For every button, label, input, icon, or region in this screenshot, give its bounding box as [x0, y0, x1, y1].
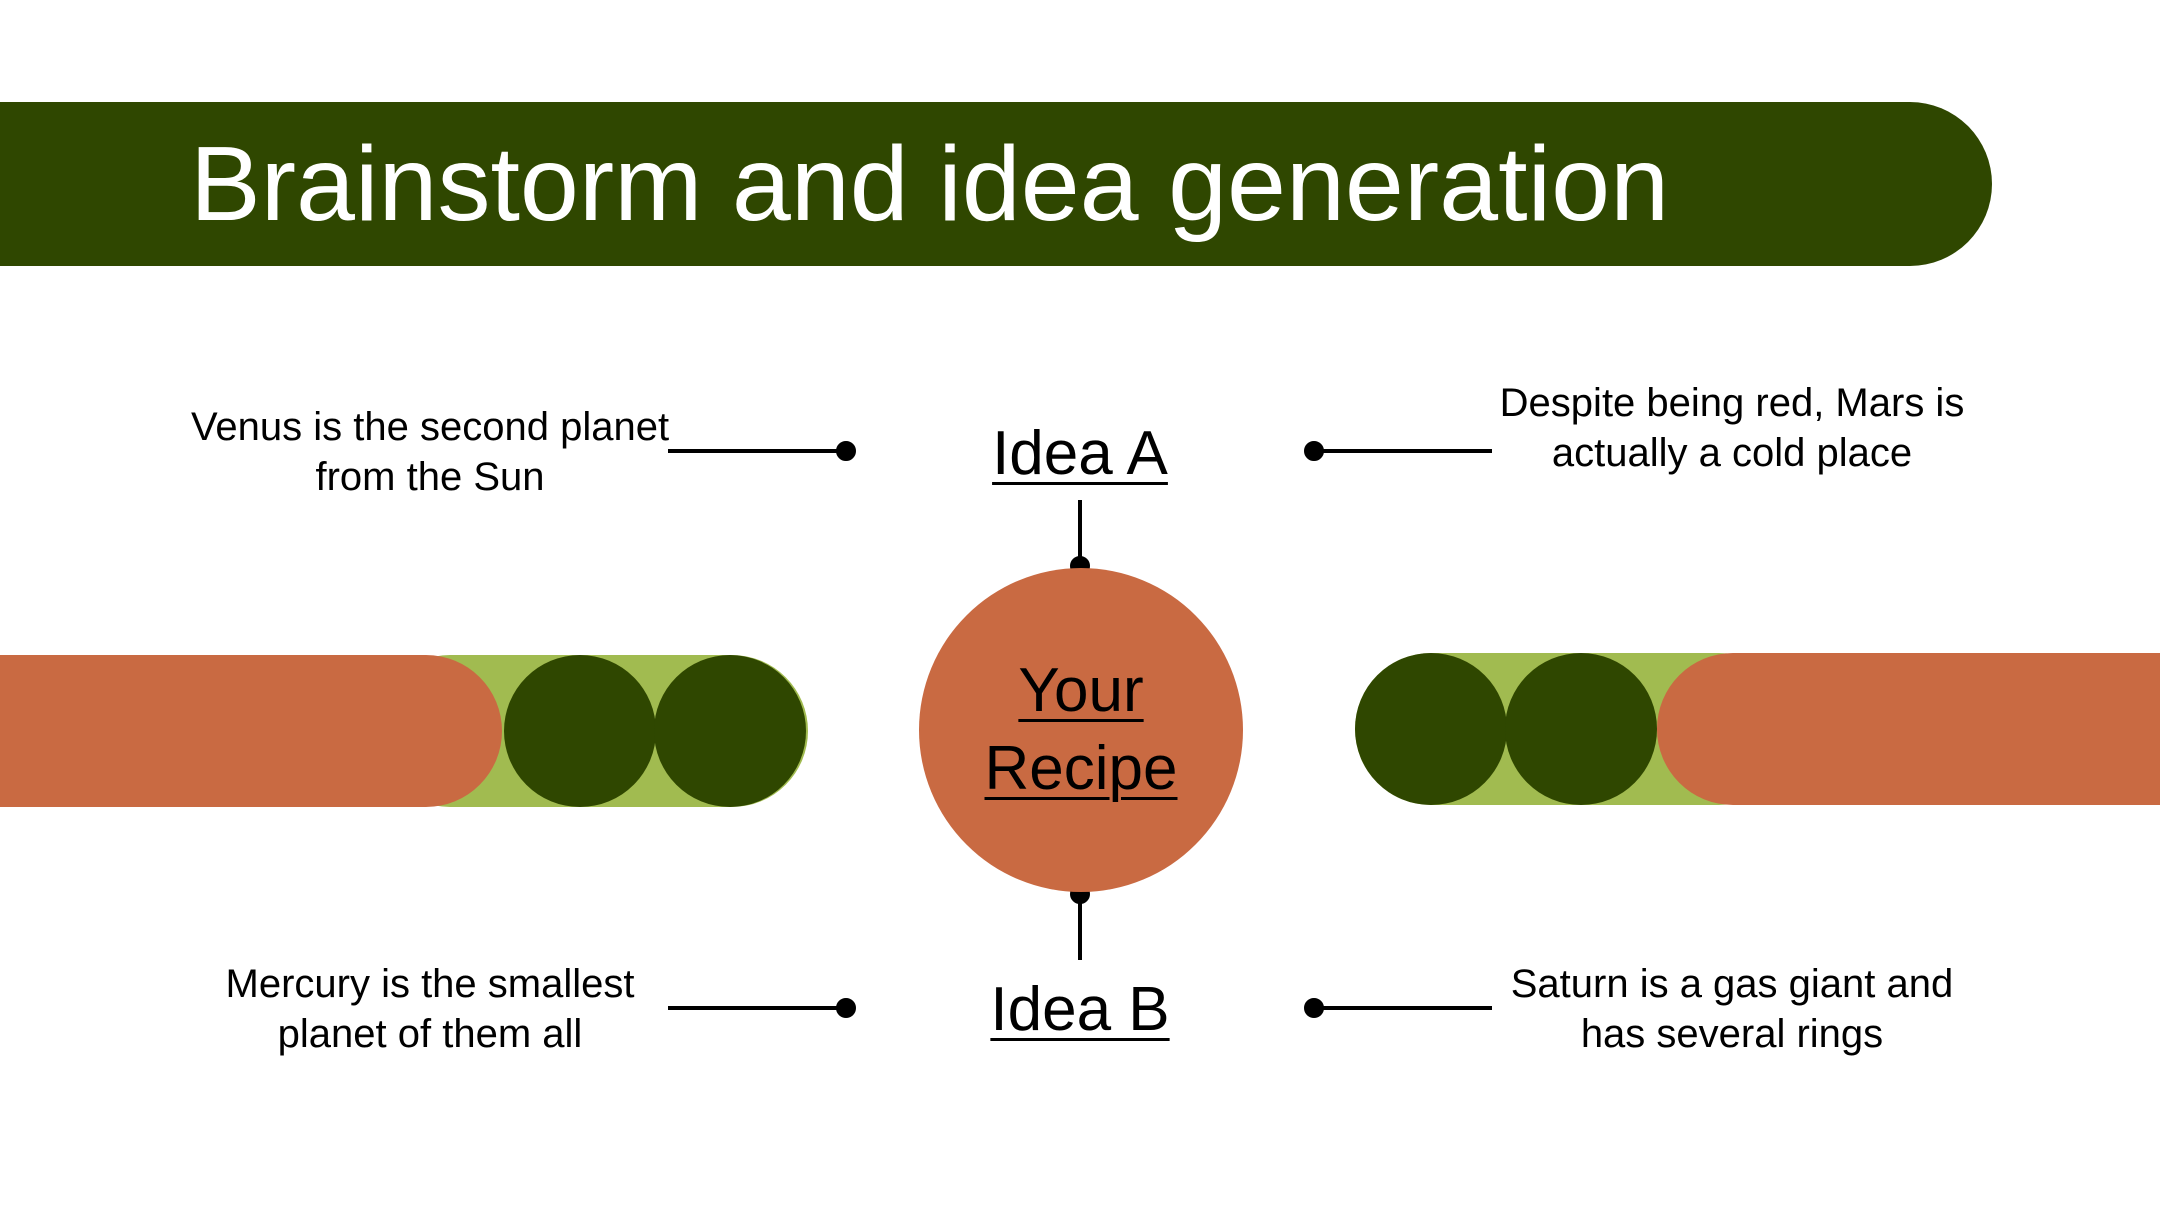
slide-title: Brainstorm and idea generation — [190, 125, 1670, 243]
left-pea-1 — [504, 655, 656, 807]
description-bottom-left: Mercury is the smallest planet of them a… — [225, 962, 635, 1056]
description-top-right: Despite being red, Mars is actually a co… — [1499, 381, 1965, 475]
connector-bottom-left-dot — [836, 998, 856, 1018]
left-pea-pod-decoration — [0, 655, 808, 807]
description-top-left: Venus is the second planet from the Sun — [190, 405, 670, 499]
description-bottom-right: Saturn is a gas giant and has several ri… — [1510, 962, 1954, 1056]
title-banner: Brainstorm and idea generation — [0, 102, 1992, 266]
connector-top-left-dot — [836, 441, 856, 461]
idea-b-label: Idea B — [990, 975, 1170, 1044]
left-pod-orange — [0, 655, 502, 807]
center-label: Your Recipe — [919, 568, 1243, 892]
right-pea-1 — [1355, 653, 1507, 805]
center-label-text: Your Recipe — [984, 656, 1178, 803]
right-pod-orange — [1657, 653, 2160, 805]
connector-bottom-right-dot — [1304, 998, 1324, 1018]
connector-top-right-dot — [1304, 441, 1324, 461]
right-pea-pod-decoration — [1355, 653, 2160, 805]
idea-a-label: Idea A — [992, 419, 1168, 488]
center-node: Your Recipe — [919, 568, 1243, 892]
right-pea-2 — [1505, 653, 1657, 805]
left-pea-2 — [654, 655, 806, 807]
